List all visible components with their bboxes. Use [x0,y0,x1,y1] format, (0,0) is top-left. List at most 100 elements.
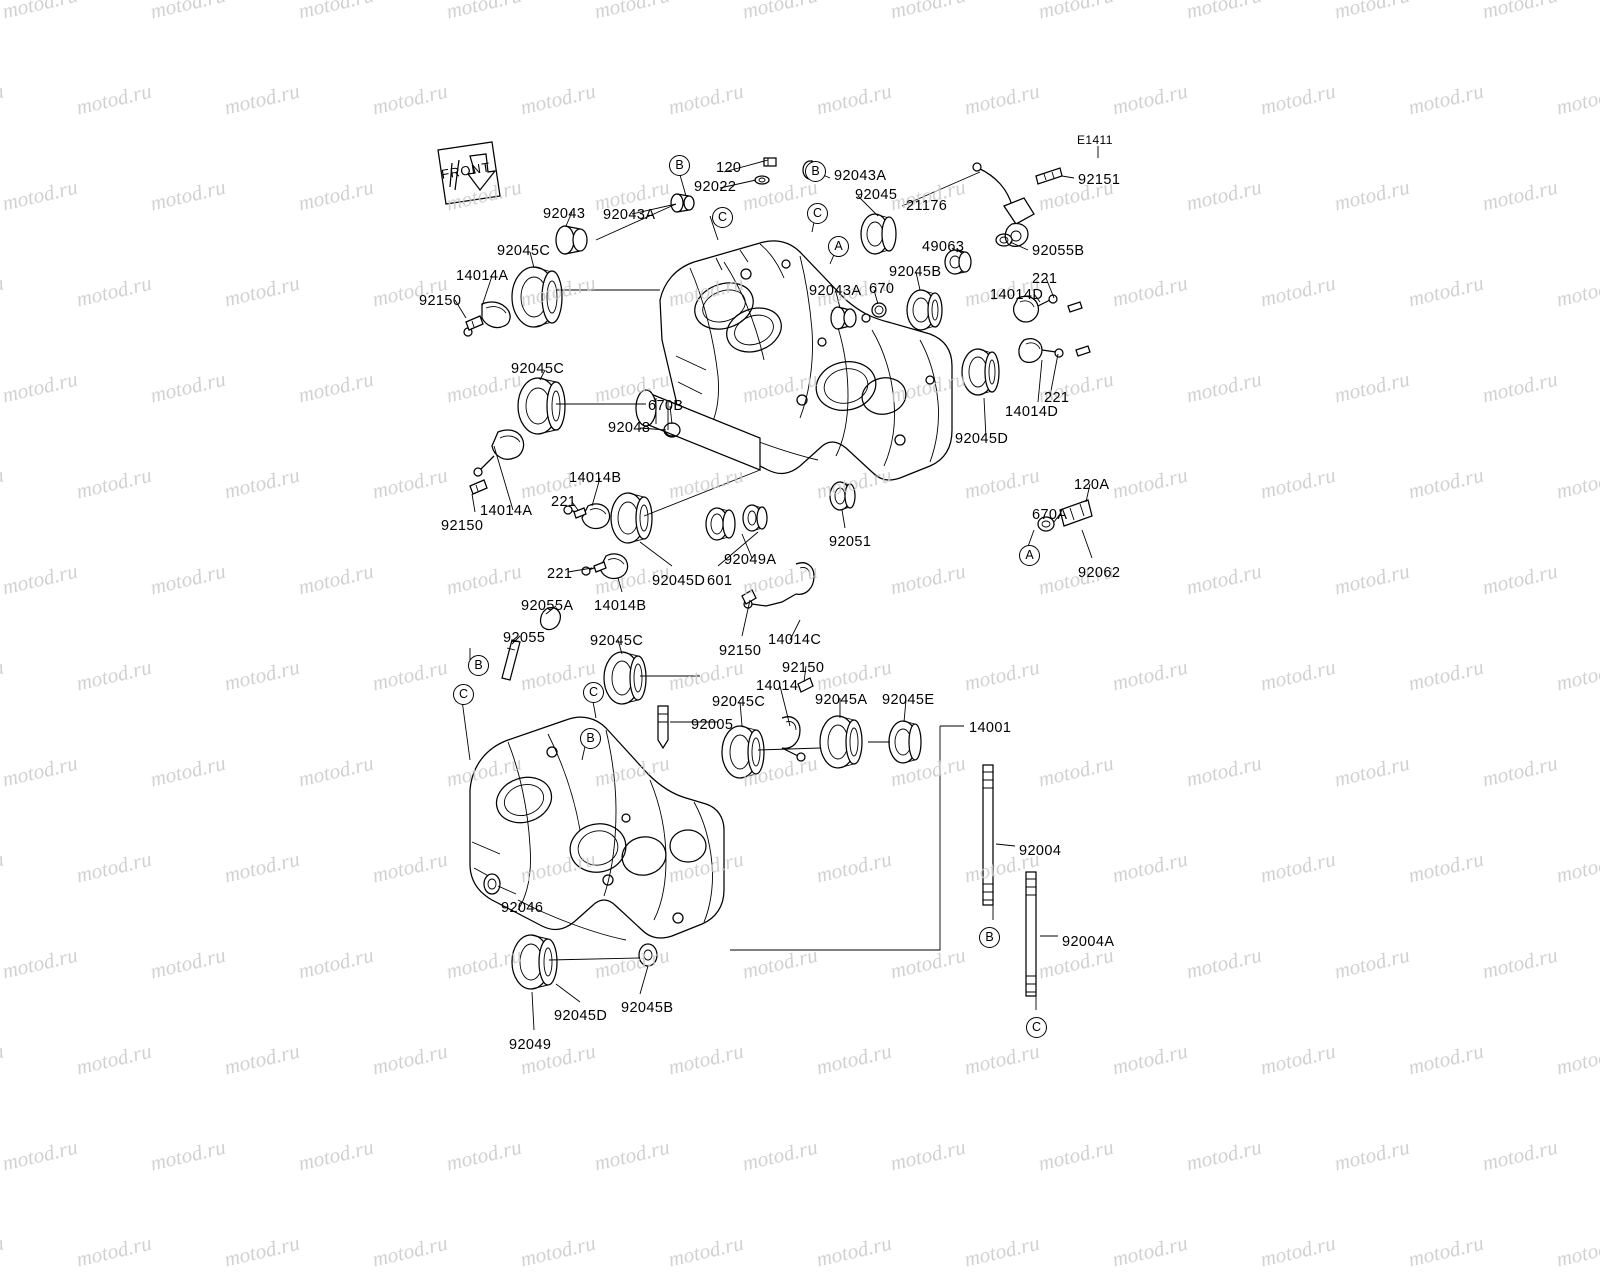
callout-a-6: A [1019,545,1040,566]
part-number-e1411: E1411 [1077,133,1113,147]
part-number-92043a: 92043A [834,168,887,184]
plate-14014d-upper [1012,294,1058,323]
crankcase-parts-illustration: .s { fill:none; stroke:#000; stroke-widt… [437,141,1099,1031]
bolt-92150-b [469,479,488,495]
part-number-92045: 92045 [855,187,898,203]
bolt-92151 [1035,167,1063,185]
part-number-14014: 14014 [756,678,799,694]
watermark: motod.ru [222,1230,302,1272]
part-number-14014a: 14014A [480,503,533,519]
plug-92062 [1059,499,1093,527]
front-direction-marker [437,141,501,205]
ball-601 [742,504,768,532]
part-number-92150: 92150 [719,643,762,659]
bearing-92045d-right [961,348,1000,396]
callout-b-1: B [669,155,690,176]
callout-a-5: A [828,236,849,257]
part-number-92004a: 92004A [1062,934,1115,950]
bearing-92045c-mid [517,377,566,435]
watermark: motod.ru [1406,1230,1486,1272]
part-number-92043a: 92043A [809,283,862,299]
bolt-221-a [573,507,587,519]
plate-14014b-upper [563,503,611,530]
bolt-120 [754,157,777,185]
oring-92055b [995,233,1013,247]
part-number-92045e: 92045E [882,692,935,708]
part-number-92045a: 92045A [815,692,868,708]
part-number-14014b: 14014B [594,598,647,614]
bearing-92045d-left [610,492,653,544]
callout-c-9: C [583,682,604,703]
part-number-92046: 92046 [501,900,544,916]
bearing-92045a [819,715,863,769]
bush-92043 [555,225,588,255]
part-number-14014a: 14014A [456,268,509,284]
pin-92045b-bottom [638,943,658,967]
part-number-120a: 120A [1074,477,1110,493]
bearing-92049-bottom [511,934,558,990]
bolt-92150-a [465,315,484,331]
bush-92043a-upper [670,193,695,213]
bearing-92045e [888,720,922,764]
watermark: motod.ru [814,1230,894,1272]
clip-14014 [781,716,806,762]
stud-92004a [1025,871,1037,997]
part-number-92043a: 92043A [603,207,656,223]
part-number-92049a: 92049A [724,552,777,568]
plate-14014d-lower [1018,338,1064,364]
callout-b-11: B [979,927,1000,948]
part-number-92150: 92150 [441,518,484,534]
watermark: motod.ru [1110,1230,1190,1272]
oring-670a [1037,516,1055,532]
bolt-221-b [593,561,607,573]
callout-c-4: C [807,203,828,224]
bolt-221-c [1067,301,1083,313]
part-number-92150: 92150 [419,293,462,309]
part-number-92045d: 92045D [652,573,706,589]
callout-c-8: C [453,684,474,705]
oring-670 [871,302,887,318]
part-number-92055a: 92055A [521,598,574,614]
seal-92049a [705,507,736,541]
pin-92055 [501,639,521,681]
bearing-92045c-lower-2 [721,725,765,779]
stud-92004 [982,764,994,906]
callout-b-10: B [580,728,601,749]
filter-49063 [944,249,972,275]
bush-92043a-right [830,306,857,330]
part-number-92022: 92022 [694,179,737,195]
clip-14014c [743,562,815,609]
pin-92046 [483,873,501,895]
watermark: motod.ru [666,1230,746,1272]
part-number-21176: 21176 [906,198,948,214]
callout-b-7: B [468,655,489,676]
part-number-92151: 92151 [1078,172,1121,188]
part-number-92045c: 92045C [590,633,644,649]
plate-14014a-top [463,301,511,337]
part-number-92045d: 92045D [955,431,1009,447]
part-number-92043: 92043 [543,206,586,222]
part-number-92005: 92005 [691,717,734,733]
watermark: motod.ru [962,1230,1042,1272]
bearing-92045c-lower [603,651,647,705]
watermark: motod.ru [74,1230,154,1272]
part-number-92045c: 92045C [497,243,551,259]
part-number-92004: 92004 [1019,843,1062,859]
watermark: motod.ru [370,1230,450,1272]
callout-c-3: C [712,207,733,228]
bearing-92045b-upper [906,289,943,331]
part-number-92055: 92055 [503,630,546,646]
bolt-92150-c [741,589,757,605]
part-number-14014b: 14014B [569,470,622,486]
watermark: motod.ru [0,1230,6,1272]
part-number-221: 221 [551,494,577,510]
part-number-92055b: 92055B [1032,243,1085,259]
part-number-92048: 92048 [608,420,651,436]
callout-c-12: C [1026,1017,1047,1038]
part-number-92045b: 92045B [889,264,942,280]
part-number-92045d: 92045D [554,1008,608,1024]
bolt-92150-d [797,677,814,693]
part-number-670a: 670A [1032,507,1068,523]
part-number-92049: 92049 [509,1037,552,1053]
dowel-92055a [539,606,562,631]
